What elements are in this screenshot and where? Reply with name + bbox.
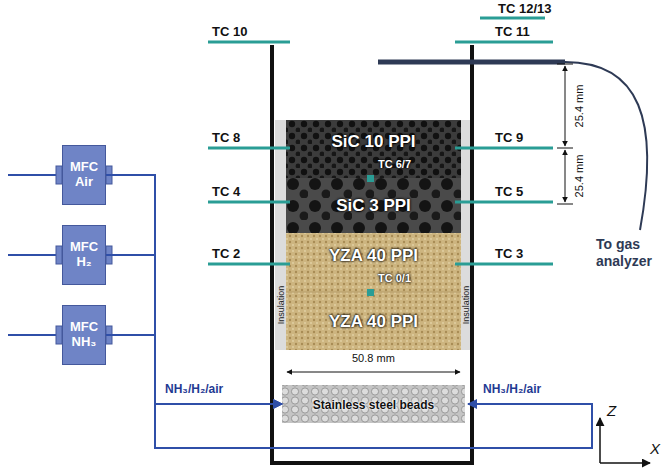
foam-layer: YZA 40 PPI xyxy=(286,292,461,350)
foam-layers xyxy=(282,120,465,423)
axis-arrow xyxy=(600,462,650,464)
insulation-strip xyxy=(461,120,471,350)
thermocouple-tip xyxy=(367,175,374,182)
axis-label: X xyxy=(650,440,660,457)
foam-layer: SiC 10 PPI xyxy=(286,120,461,178)
thermocouples xyxy=(208,18,553,264)
thermocouple-tip xyxy=(367,289,374,296)
dimension-arrow xyxy=(565,66,566,146)
bead-bed xyxy=(282,385,465,423)
dimension-tick xyxy=(557,148,573,149)
node-text: MFC NH₃ xyxy=(65,320,103,350)
flow-label: NH₃/H₂/air xyxy=(165,382,223,396)
thermocouple xyxy=(208,147,290,150)
node-text: SiC 10 PPI xyxy=(331,132,415,152)
mass-flow-controller: MFC H₂ xyxy=(62,225,106,285)
node-text: YZA 40 PPI xyxy=(329,312,418,332)
thermocouple xyxy=(455,41,553,44)
thermocouple-label: TC 8 xyxy=(212,130,240,145)
supply-line xyxy=(8,334,56,336)
insulation-strips xyxy=(275,120,471,350)
bead-bed: Stainless steel beads xyxy=(282,385,465,423)
node-text: Stainless steel beads xyxy=(313,398,434,412)
dimension-tick xyxy=(557,204,573,205)
supply-lines xyxy=(8,175,592,448)
thermocouple-label: TC 10 xyxy=(212,24,247,39)
gas-feed-line xyxy=(106,335,282,404)
thermocouple-label: TC 11 xyxy=(495,24,530,39)
axes xyxy=(600,418,650,463)
dimension-label: 25.4 mm xyxy=(573,155,585,198)
mass-flow-controller: MFC Air xyxy=(62,145,106,205)
thermocouple xyxy=(455,147,553,150)
insulation-label: Insulation xyxy=(461,286,471,325)
dimension-tick xyxy=(557,64,573,65)
thermocouple xyxy=(480,17,545,20)
outlet-label: To gas analyzer xyxy=(596,236,670,270)
thermocouple-label: TC 6/7 xyxy=(378,158,411,170)
gas-feed-line xyxy=(106,175,282,404)
flow-label: NH₃/H₂/air xyxy=(483,382,541,396)
dimension-arrow xyxy=(565,150,566,202)
foam-layer: YZA 40 PPI xyxy=(286,233,461,292)
insulation-strip xyxy=(275,120,286,350)
thermocouple-label: TC 4 xyxy=(212,184,240,199)
thermocouple-label: TC 3 xyxy=(495,246,523,261)
axis-label: Z xyxy=(607,402,616,419)
sic-foam xyxy=(286,178,461,233)
thermocouple-label: TC 0/1 xyxy=(378,272,411,284)
burner-wall xyxy=(272,45,472,463)
axis-arrow xyxy=(599,418,601,463)
node-text: YZA 40 PPI xyxy=(329,246,418,266)
yza-foam xyxy=(286,292,461,350)
node-text: SiC 3 PPI xyxy=(336,196,411,216)
thermocouple xyxy=(208,201,290,204)
sampling-probe xyxy=(378,60,565,65)
supply-line xyxy=(8,254,56,256)
sic-foam xyxy=(286,120,461,178)
thermocouple-label: TC 5 xyxy=(495,184,523,199)
insulation-label: Insulation xyxy=(276,286,286,325)
dimension-label: 50.8 mm xyxy=(352,352,395,364)
sampling-line xyxy=(565,62,647,230)
thermocouple-label: TC 12/13 xyxy=(498,1,551,16)
yza-foam xyxy=(286,233,461,292)
thermocouple xyxy=(455,263,553,266)
gas-feed-line xyxy=(106,255,282,404)
thermocouple-label: TC 2 xyxy=(212,246,240,261)
supply-line xyxy=(8,174,56,176)
foam-layer: SiC 3 PPI xyxy=(286,178,461,233)
dimension-arrow xyxy=(287,372,460,373)
thermocouple xyxy=(208,41,290,44)
thermocouple-label: TC 9 xyxy=(495,130,523,145)
thermocouple xyxy=(208,263,290,266)
dimensions xyxy=(287,64,573,372)
node-text: MFC Air xyxy=(65,160,103,190)
thermocouple xyxy=(455,201,553,204)
dimension-label: 25.4 mm xyxy=(573,85,585,128)
mass-flow-controller: MFC NH₃ xyxy=(62,305,106,365)
node-text: MFC H₂ xyxy=(65,240,103,270)
